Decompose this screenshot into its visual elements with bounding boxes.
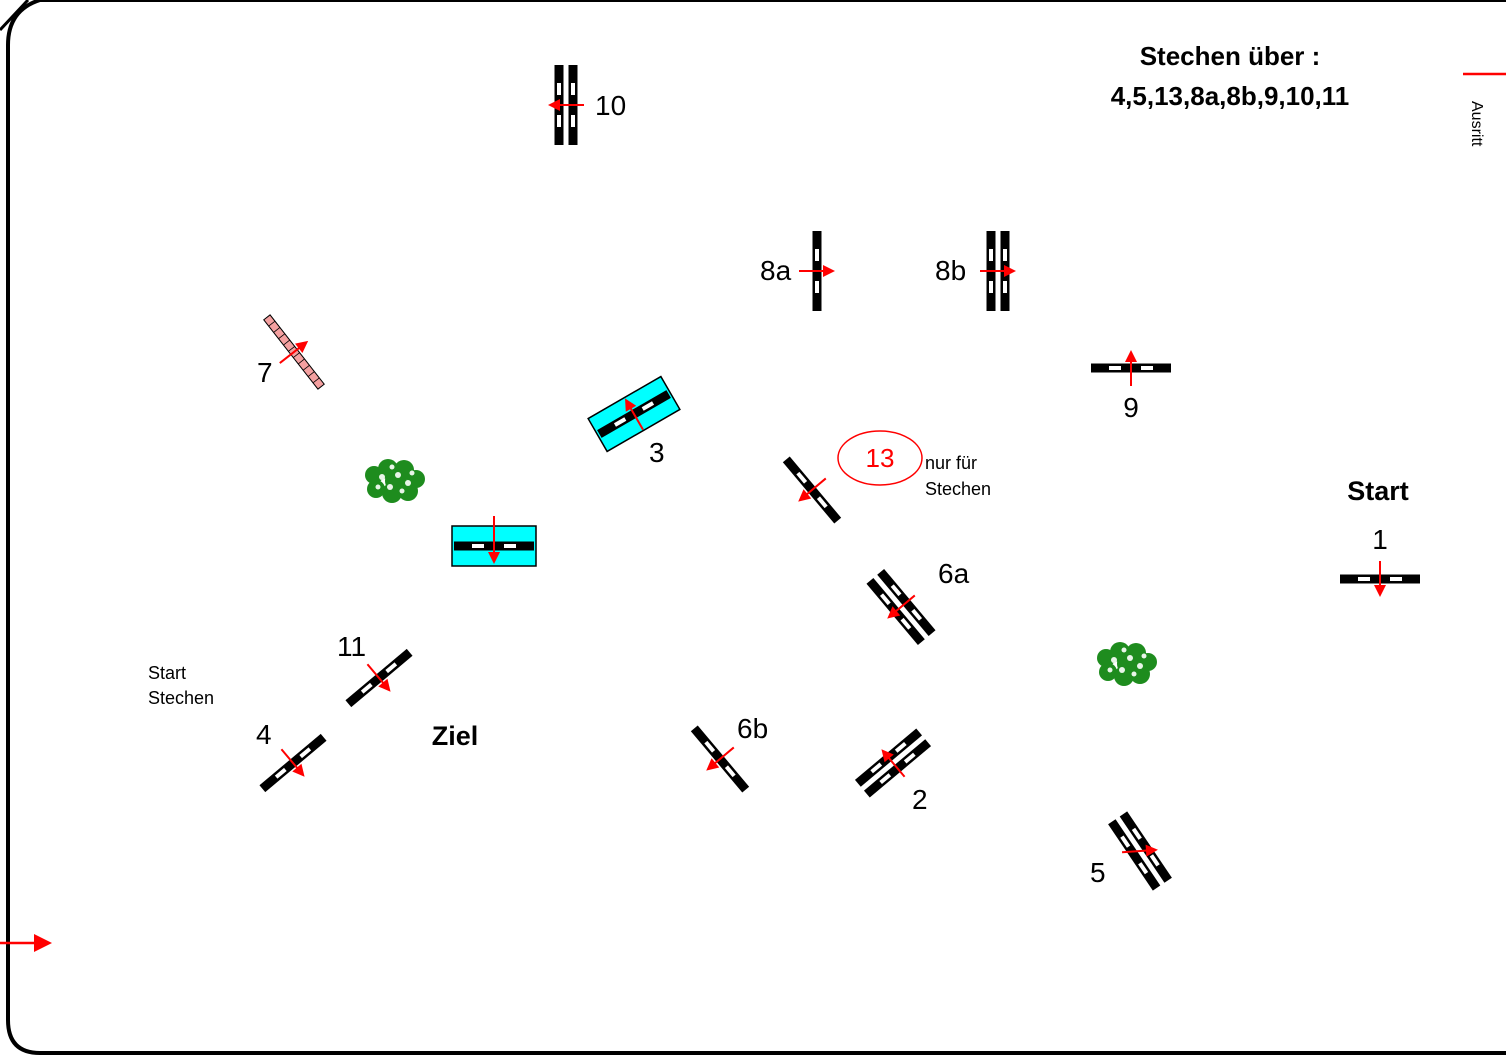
jumpoff-only-note-line2: Stechen <box>925 479 991 499</box>
obstacle-6a <box>861 565 940 649</box>
jumpoff-only-note-line1: nur für <box>925 453 977 473</box>
obstacle-3 <box>587 375 681 453</box>
bush-right <box>1097 642 1157 686</box>
jumpoff-heading-line2: 4,5,13,8a,8b,9,10,11 <box>1111 81 1350 111</box>
obstacle-3-label: 3 <box>649 437 665 468</box>
obstacle-1 <box>1340 560 1420 598</box>
bush-left <box>365 459 425 503</box>
obstacle-8a-label: 8a <box>760 255 792 286</box>
obstacle-13-marker <box>837 430 923 486</box>
obstacle-1-label: 1 <box>1372 524 1388 555</box>
obstacle-10-label: 10 <box>595 90 626 121</box>
jumpoff-heading-line1: Stechen über : <box>1140 41 1321 71</box>
start-label: Start <box>1347 476 1409 506</box>
obstacle-5 <box>1102 807 1178 894</box>
arena-border <box>6 0 1506 1055</box>
obstacle-9-label: 9 <box>1123 392 1139 423</box>
obstacle-8a <box>798 231 836 311</box>
exit-label: Ausritt <box>1468 101 1485 147</box>
jumpoff-start-line2: Stechen <box>148 688 214 708</box>
obstacle-7-label: 7 <box>257 357 273 388</box>
obstacle-10 <box>547 65 585 145</box>
obstacle-8b <box>979 231 1017 311</box>
obstacle-9 <box>1091 349 1171 387</box>
obstacle-8b-label: 8b <box>935 255 966 286</box>
obstacle-6b-label: 6b <box>737 713 768 744</box>
obstacle-13 <box>782 456 842 524</box>
obstacle-5-label: 5 <box>1090 857 1106 888</box>
entry-arrow <box>0 934 52 952</box>
obstacle-11-label: 11 <box>337 631 366 662</box>
obstacle-6a-label: 6a <box>938 558 970 589</box>
obstacle-4-label: 4 <box>256 719 272 750</box>
water-jump <box>451 516 537 567</box>
corner-mark <box>0 0 30 32</box>
obstacle-13-label: 13 <box>866 443 895 473</box>
finish-label: Ziel <box>432 721 479 751</box>
obstacle-7 <box>263 314 325 390</box>
jumpoff-start-line1: Start <box>148 663 186 683</box>
obstacle-2-label: 2 <box>912 784 928 815</box>
